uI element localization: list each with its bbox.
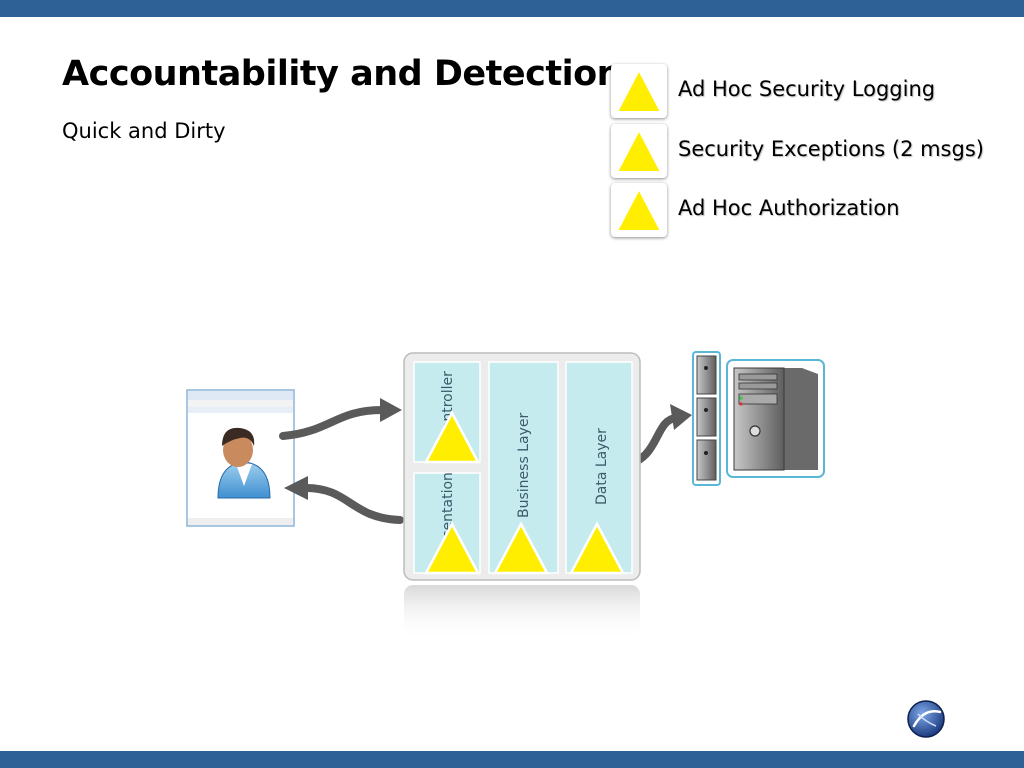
warning-triangle-icon [611, 64, 667, 118]
warning-triangle-icon [423, 410, 481, 464]
user-avatar-icon [217, 427, 271, 499]
logo-icon [907, 700, 945, 738]
data-layer-label: Data Layer [594, 428, 610, 505]
footer-bar [0, 751, 1024, 768]
legend-item-logging: Ad Hoc Security Logging [611, 64, 1021, 120]
slide-subtitle: Quick and Dirty [62, 119, 226, 143]
warning-triangle-icon [492, 521, 550, 575]
legend-label: Ad Hoc Security Logging [678, 77, 936, 101]
warning-triangle-icon [611, 124, 667, 178]
legend-item-exceptions: Security Exceptions (2 msgs) [611, 124, 1021, 180]
legend-label: Security Exceptions (2 msgs) [678, 137, 984, 161]
server-layers-block: Controller Presentation Business Layer D… [403, 352, 641, 640]
warning-triangle-icon [568, 521, 626, 575]
header-bar [0, 0, 1024, 17]
business-layer-label: Business Layer [516, 413, 532, 518]
legend-label: Ad Hoc Authorization [678, 196, 900, 220]
storage-units-icon [692, 351, 721, 486]
warning-triangle-icon [423, 521, 481, 575]
warning-triangle-icon [611, 183, 667, 237]
slide-title: Accountability and Detection [62, 54, 622, 94]
legend-item-authorization: Ad Hoc Authorization [611, 183, 1021, 239]
request-arrow [279, 398, 402, 440]
server-tower-icon [726, 359, 825, 478]
response-arrow [284, 476, 404, 524]
